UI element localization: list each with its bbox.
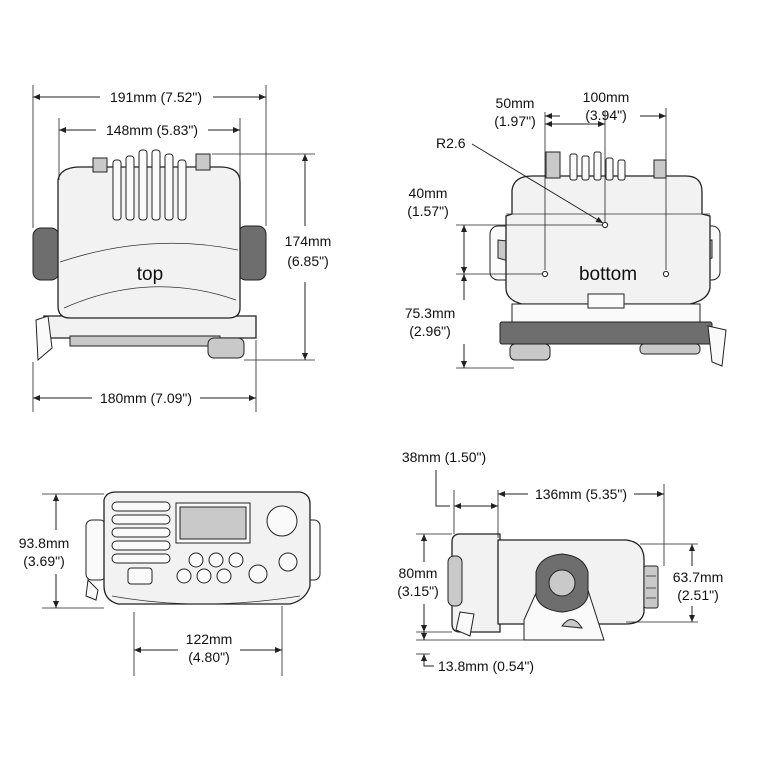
radius-label: R2.6 — [436, 135, 466, 151]
leader-38 — [435, 470, 450, 507]
side-bracket-knob-cap — [548, 569, 576, 597]
bottom-center-tab — [587, 293, 625, 309]
dim-40-label-mm: 40mm — [409, 185, 448, 201]
top-base-rail — [69, 335, 221, 347]
dim-174-label-mm: 174mm — [285, 233, 332, 249]
dim-80-label-mm: 80mm — [399, 565, 438, 581]
bottom-connector — [707, 325, 727, 367]
top-power-socket — [195, 153, 211, 171]
bottom-view-label: bottom — [579, 264, 637, 285]
bottom-view: bottom 50mm (1.97") 100mm (3.94") R2.6 4… — [405, 89, 727, 369]
side-front-bezel — [451, 533, 501, 633]
front-view: 93.8mm (3.69") 122mm (4.80") — [19, 491, 321, 676]
side-view: 38mm (1.50") 136mm (5.35") 80mm (3.15") … — [397, 449, 723, 674]
dim-136-label: 136mm (5.35") — [535, 486, 627, 502]
top-heatsink — [112, 149, 187, 221]
top-left-knob — [32, 227, 60, 281]
dim-148-label: 148mm (5.83") — [106, 122, 198, 138]
dim-80-label-in: (3.15") — [397, 583, 439, 599]
leader-13 — [423, 658, 434, 667]
radius-leader — [471, 143, 604, 224]
dim-191-label: 191mm (7.52") — [110, 89, 202, 105]
side-cable — [455, 611, 475, 637]
dim-50-label-in: (1.97") — [494, 113, 536, 129]
bottom-housing — [505, 175, 711, 305]
bottom-base-plate — [499, 321, 713, 345]
front-left-bracket — [85, 519, 107, 581]
front-housing-lip — [111, 595, 301, 605]
dim-50-label-mm: 50mm — [496, 95, 535, 111]
bottom-socket-left — [545, 151, 561, 179]
top-housing-curve-2 — [63, 286, 237, 309]
side-bracket-slot — [561, 619, 583, 629]
front-keypad — [176, 552, 298, 584]
side-front-knob — [447, 555, 463, 607]
dim-100-label-in: (3.94") — [585, 107, 627, 123]
dim-93-label-mm: 93.8mm — [19, 535, 70, 551]
dim-93-label-in: (3.69") — [23, 553, 65, 569]
top-base-plate — [43, 315, 257, 339]
dim-38-label: 38mm (1.50") — [402, 449, 486, 465]
front-mic-socket — [127, 567, 153, 585]
dim-75-label-mm: 75.3mm — [405, 305, 456, 321]
top-housing-curve — [59, 242, 239, 263]
dim-100-label-mm: 100mm — [583, 89, 630, 105]
dim-174-label-in: (6.85") — [287, 253, 329, 269]
mount-hole-right — [662, 270, 670, 278]
bottom-foot-left — [509, 343, 551, 361]
top-view-label: top — [137, 264, 163, 285]
top-mic-knob — [207, 337, 245, 359]
bottom-socket-right — [653, 159, 667, 179]
dim-122-label-mm: 122mm — [186, 631, 233, 647]
bottom-foot-right — [639, 343, 701, 355]
mount-hole-center — [601, 221, 609, 229]
dim-13-label: 13.8mm (0.54") — [438, 658, 534, 674]
mount-hole-left — [541, 270, 549, 278]
front-speaker-grille — [111, 501, 171, 564]
dim-63-label-in: (2.51") — [677, 587, 719, 603]
bottom-heatsink — [569, 151, 626, 181]
side-rear-connector — [643, 565, 659, 609]
top-antenna-socket — [92, 157, 108, 173]
front-channel-knob — [266, 505, 298, 537]
bottom-lower-body — [511, 303, 701, 323]
dim-75-label-in: (2.96") — [409, 323, 451, 339]
dim-40-label-in: (1.57") — [407, 203, 449, 219]
front-display — [179, 506, 247, 540]
front-cable — [85, 578, 99, 601]
top-right-knob — [237, 225, 267, 281]
dim-122-label-in: (4.80") — [188, 649, 230, 665]
dim-180-label: 180mm (7.09") — [100, 390, 192, 406]
top-housing — [57, 166, 241, 319]
dim-63-label-mm: 63.7mm — [673, 569, 724, 585]
top-view: top 191mm (7.52") 148mm (5.83") 174mm (6… — [32, 85, 332, 412]
top-connector — [35, 315, 53, 362]
